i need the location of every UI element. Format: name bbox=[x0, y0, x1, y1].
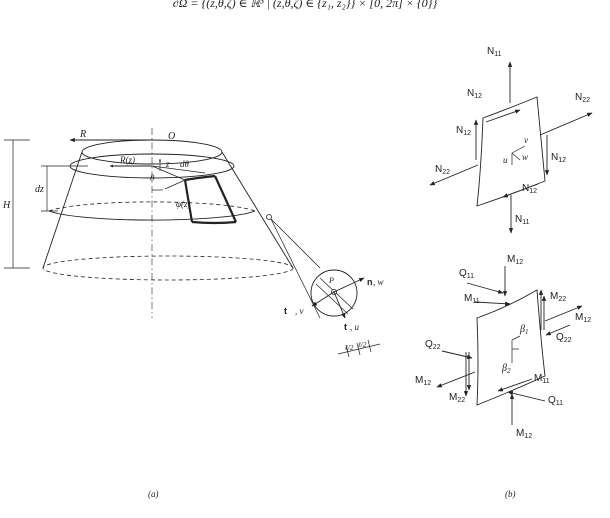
thickness-tick-1 bbox=[345, 344, 350, 358]
Q11-bottom-arrow bbox=[507, 391, 546, 402]
label-H: H bbox=[2, 200, 11, 211]
caption-a: (a) bbox=[148, 489, 159, 499]
Q11-top-arrow bbox=[466, 282, 504, 294]
right-generator bbox=[221, 151, 294, 269]
normal-arrow bbox=[333, 277, 365, 293]
label-t2: t bbox=[344, 322, 347, 332]
M22-left-label: M22 bbox=[449, 392, 465, 404]
N22-right-label: N22 bbox=[575, 92, 590, 104]
M11-top-label: M11 bbox=[464, 293, 480, 305]
Q22-right-label: Q22 bbox=[556, 332, 572, 344]
figure-b-bending-element: M12 Q11 M11 M22 M12 Q22 β1 β2 Q22 M12 M2… bbox=[415, 254, 591, 440]
M12-left-label: M12 bbox=[415, 375, 431, 387]
t2-arrow bbox=[333, 291, 346, 319]
label-half-left: ℓ/2 bbox=[344, 344, 354, 352]
beta1-axis-h bbox=[511, 335, 521, 341]
label-dtheta: dθ bbox=[180, 159, 190, 169]
bottom-ellipse bbox=[42, 255, 294, 281]
Q22-right-arrow bbox=[545, 324, 571, 336]
slice-bottom-front bbox=[48, 210, 256, 221]
beta1-label: β1 bbox=[519, 324, 528, 336]
label-axis-v: v bbox=[524, 135, 528, 145]
M12-right-label: M12 bbox=[575, 312, 591, 324]
thickness-tick-3 bbox=[367, 339, 372, 353]
N12-a-arrow bbox=[485, 109, 521, 123]
N22-left-label: N22 bbox=[435, 164, 450, 176]
label-n: n bbox=[367, 277, 373, 287]
detail-leader-2 bbox=[270, 218, 321, 319]
label-axis-u: u bbox=[503, 155, 508, 165]
label-axis-w: w bbox=[522, 152, 528, 162]
N12-b-label: N12 bbox=[456, 125, 471, 137]
N11-bottom-label: N11 bbox=[515, 214, 530, 226]
caption-b: (b) bbox=[505, 489, 516, 499]
membrane-plate bbox=[476, 96, 546, 207]
axis-v bbox=[511, 145, 526, 154]
bending-plate bbox=[476, 289, 546, 406]
detail-circle bbox=[310, 269, 358, 317]
shell-element bbox=[183, 174, 238, 225]
element-radial-1 bbox=[151, 165, 186, 181]
t1-arrow bbox=[311, 291, 335, 307]
element-radial-2 bbox=[151, 165, 206, 174]
N22-left-arrow bbox=[429, 164, 479, 186]
beta2-label: β2 bbox=[501, 363, 511, 375]
phi-line bbox=[164, 179, 186, 190]
label-R: R bbox=[79, 129, 86, 140]
detail-point bbox=[266, 214, 272, 220]
M11-top-arrow bbox=[474, 301, 511, 306]
M22-right-label: M22 bbox=[550, 291, 566, 303]
N12-d-label: N12 bbox=[522, 183, 537, 195]
Q22-left-label: Q22 bbox=[425, 339, 441, 351]
figure-b-membrane-element: N11 N12 N22 N12 N12 N22 N12 N11 v u w bbox=[429, 46, 593, 234]
label-phi: φ(z) bbox=[176, 199, 190, 209]
left-generator bbox=[42, 151, 83, 269]
figure-a-truncated-cone: R O R(z) z dθ θ φ(z) H dz bbox=[2, 128, 321, 319]
M12-top-label: M12 bbox=[507, 254, 523, 266]
detail-section: P n , w t , v t , u ℓ/2 ℓ/2 bbox=[284, 269, 384, 358]
thickness-dim-line bbox=[337, 343, 381, 355]
label-v: , v bbox=[295, 306, 304, 316]
Q11-top-label: Q11 bbox=[459, 268, 474, 280]
label-w: , w bbox=[373, 277, 384, 287]
N12-c-label: N12 bbox=[551, 152, 566, 164]
label-z: z bbox=[165, 159, 170, 169]
axis-w bbox=[511, 152, 521, 161]
label-P: P bbox=[328, 276, 334, 285]
N11-top-label: N11 bbox=[487, 46, 502, 58]
Q11-bottom-label: Q11 bbox=[548, 395, 563, 407]
label-O: O bbox=[168, 131, 175, 142]
thickness-tick-2 bbox=[356, 342, 361, 356]
M12-bottom-label: M12 bbox=[516, 428, 532, 440]
N12-d-arrow bbox=[502, 183, 539, 198]
N12-a-label: N12 bbox=[467, 88, 482, 100]
detail-leader-1 bbox=[270, 218, 321, 269]
N22-right-arrow bbox=[539, 112, 593, 136]
detail-wall-2 bbox=[315, 283, 349, 315]
label-theta: θ bbox=[150, 173, 155, 183]
label-u: , u bbox=[350, 322, 360, 332]
label-Rz: R(z) bbox=[119, 155, 135, 165]
label-dz: dz bbox=[35, 184, 44, 195]
M11-bottom-arrow bbox=[497, 378, 533, 392]
Q22-left-arrow bbox=[441, 350, 473, 359]
M12-right-arrow bbox=[544, 305, 583, 322]
M11-bottom-label: M11 bbox=[534, 373, 550, 385]
domain-boundary-formula: ∂Ω = {(z,θ,ζ) ∈ ℝ³ | (z,θ,ζ) ∈ {z₁, z₂}}… bbox=[173, 0, 438, 10]
label-half-right: ℓ/2 bbox=[357, 341, 367, 349]
label-t1: t bbox=[284, 306, 287, 316]
